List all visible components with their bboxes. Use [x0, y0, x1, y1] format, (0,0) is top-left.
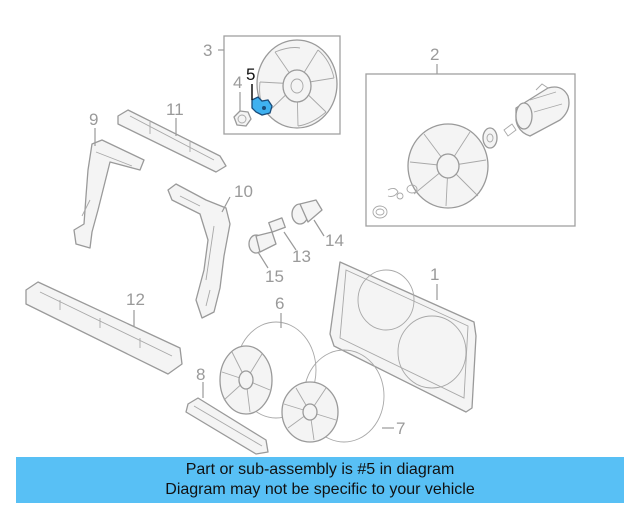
- info-banner: Part or sub-assembly is #5 in diagram Di…: [16, 457, 624, 503]
- callout-3: 3: [203, 41, 212, 60]
- callout-6: 6: [275, 294, 284, 313]
- callout-7: 7: [396, 419, 405, 438]
- part-1-shroud[interactable]: [329, 261, 477, 413]
- callout-10: 10: [234, 182, 253, 201]
- callout-13: 13: [292, 247, 311, 266]
- banner-line-disclaimer: Diagram may not be specific to your vehi…: [165, 481, 475, 498]
- callout-15: 15: [265, 267, 284, 286]
- part-3-group: [218, 35, 341, 135]
- callout-5: 5: [246, 65, 255, 84]
- callout-8: 8: [196, 365, 205, 384]
- callout-1: 1: [430, 265, 439, 284]
- callout-12: 12: [126, 290, 145, 309]
- part-2-fan-assembly[interactable]: [372, 83, 570, 219]
- detail-box-3: [223, 35, 341, 135]
- callout-9: 9: [89, 110, 98, 129]
- callout-2: 2: [430, 45, 439, 64]
- part-7-fan[interactable]: [281, 349, 394, 443]
- detail-box-2: [365, 73, 576, 227]
- part-6-fan[interactable]: [219, 313, 317, 419]
- callout-4: 4: [233, 73, 242, 92]
- part-4-nut[interactable]: [233, 110, 252, 127]
- part-8-seal[interactable]: [185, 382, 269, 455]
- part-10-side-panel[interactable]: [167, 183, 231, 319]
- banner-line-part: Part or sub-assembly is #5 in diagram: [185, 461, 455, 478]
- part-15-switch[interactable]: [248, 231, 277, 269]
- callout-11: 11: [166, 100, 184, 119]
- part-12-lower-bar[interactable]: [25, 281, 183, 375]
- part-3-fan-blade[interactable]: [256, 39, 338, 129]
- part-2-group: [365, 64, 576, 227]
- part-9-baffle[interactable]: [73, 128, 145, 249]
- part-14-sensor[interactable]: [291, 199, 325, 237]
- part-5-clip-highlighted[interactable]: [251, 96, 273, 116]
- part-13-connector[interactable]: [268, 217, 297, 251]
- callout-14: 14: [325, 231, 344, 250]
- part-11-bracket[interactable]: [117, 109, 227, 173]
